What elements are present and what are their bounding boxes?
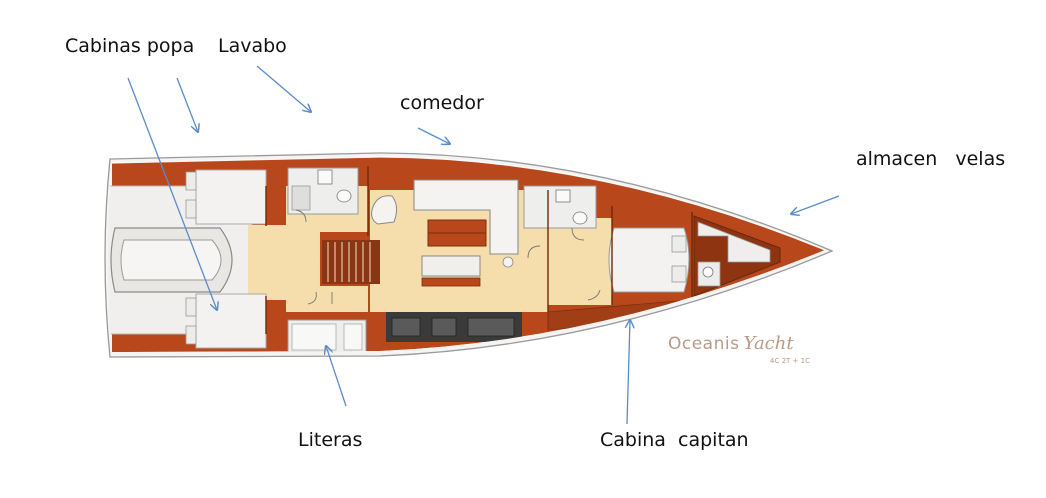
arrow-aft-cabin-top bbox=[176, 77, 198, 132]
brand-name: Oceanis bbox=[668, 334, 740, 354]
corridor-floor bbox=[248, 225, 320, 300]
aft-cabin-bed-top bbox=[195, 169, 267, 225]
forward-cabin-bed bbox=[608, 227, 690, 293]
aft-cabin-bed-bottom bbox=[195, 293, 267, 349]
label-bunks: Literas bbox=[298, 429, 363, 451]
label-aft-cabins: Cabinas popa bbox=[65, 35, 195, 57]
arrow-capitan bbox=[627, 320, 630, 425]
label-sail-locker: almacen velas bbox=[856, 148, 1006, 170]
arrow-comedor bbox=[417, 127, 450, 144]
label-captain-cabin: Cabina capitan bbox=[600, 429, 749, 451]
forward-corridor-floor bbox=[515, 218, 612, 305]
arrow-aft-cabin-bottom bbox=[127, 77, 217, 310]
companionway-stairs bbox=[322, 240, 380, 284]
brand-config: 4C 2T + 1C bbox=[770, 357, 810, 365]
arrow-lavabo bbox=[256, 65, 311, 112]
label-dining: comedor bbox=[400, 92, 484, 114]
label-washbasin: Lavabo bbox=[218, 35, 287, 57]
arrow-almacen bbox=[791, 195, 840, 214]
arrow-literas bbox=[326, 346, 347, 407]
salon-sofa bbox=[421, 255, 481, 277]
brand-script: Yacht bbox=[743, 333, 794, 354]
callout-arrows bbox=[127, 65, 840, 425]
salon-settee bbox=[413, 179, 519, 255]
salon-chair bbox=[371, 195, 398, 225]
